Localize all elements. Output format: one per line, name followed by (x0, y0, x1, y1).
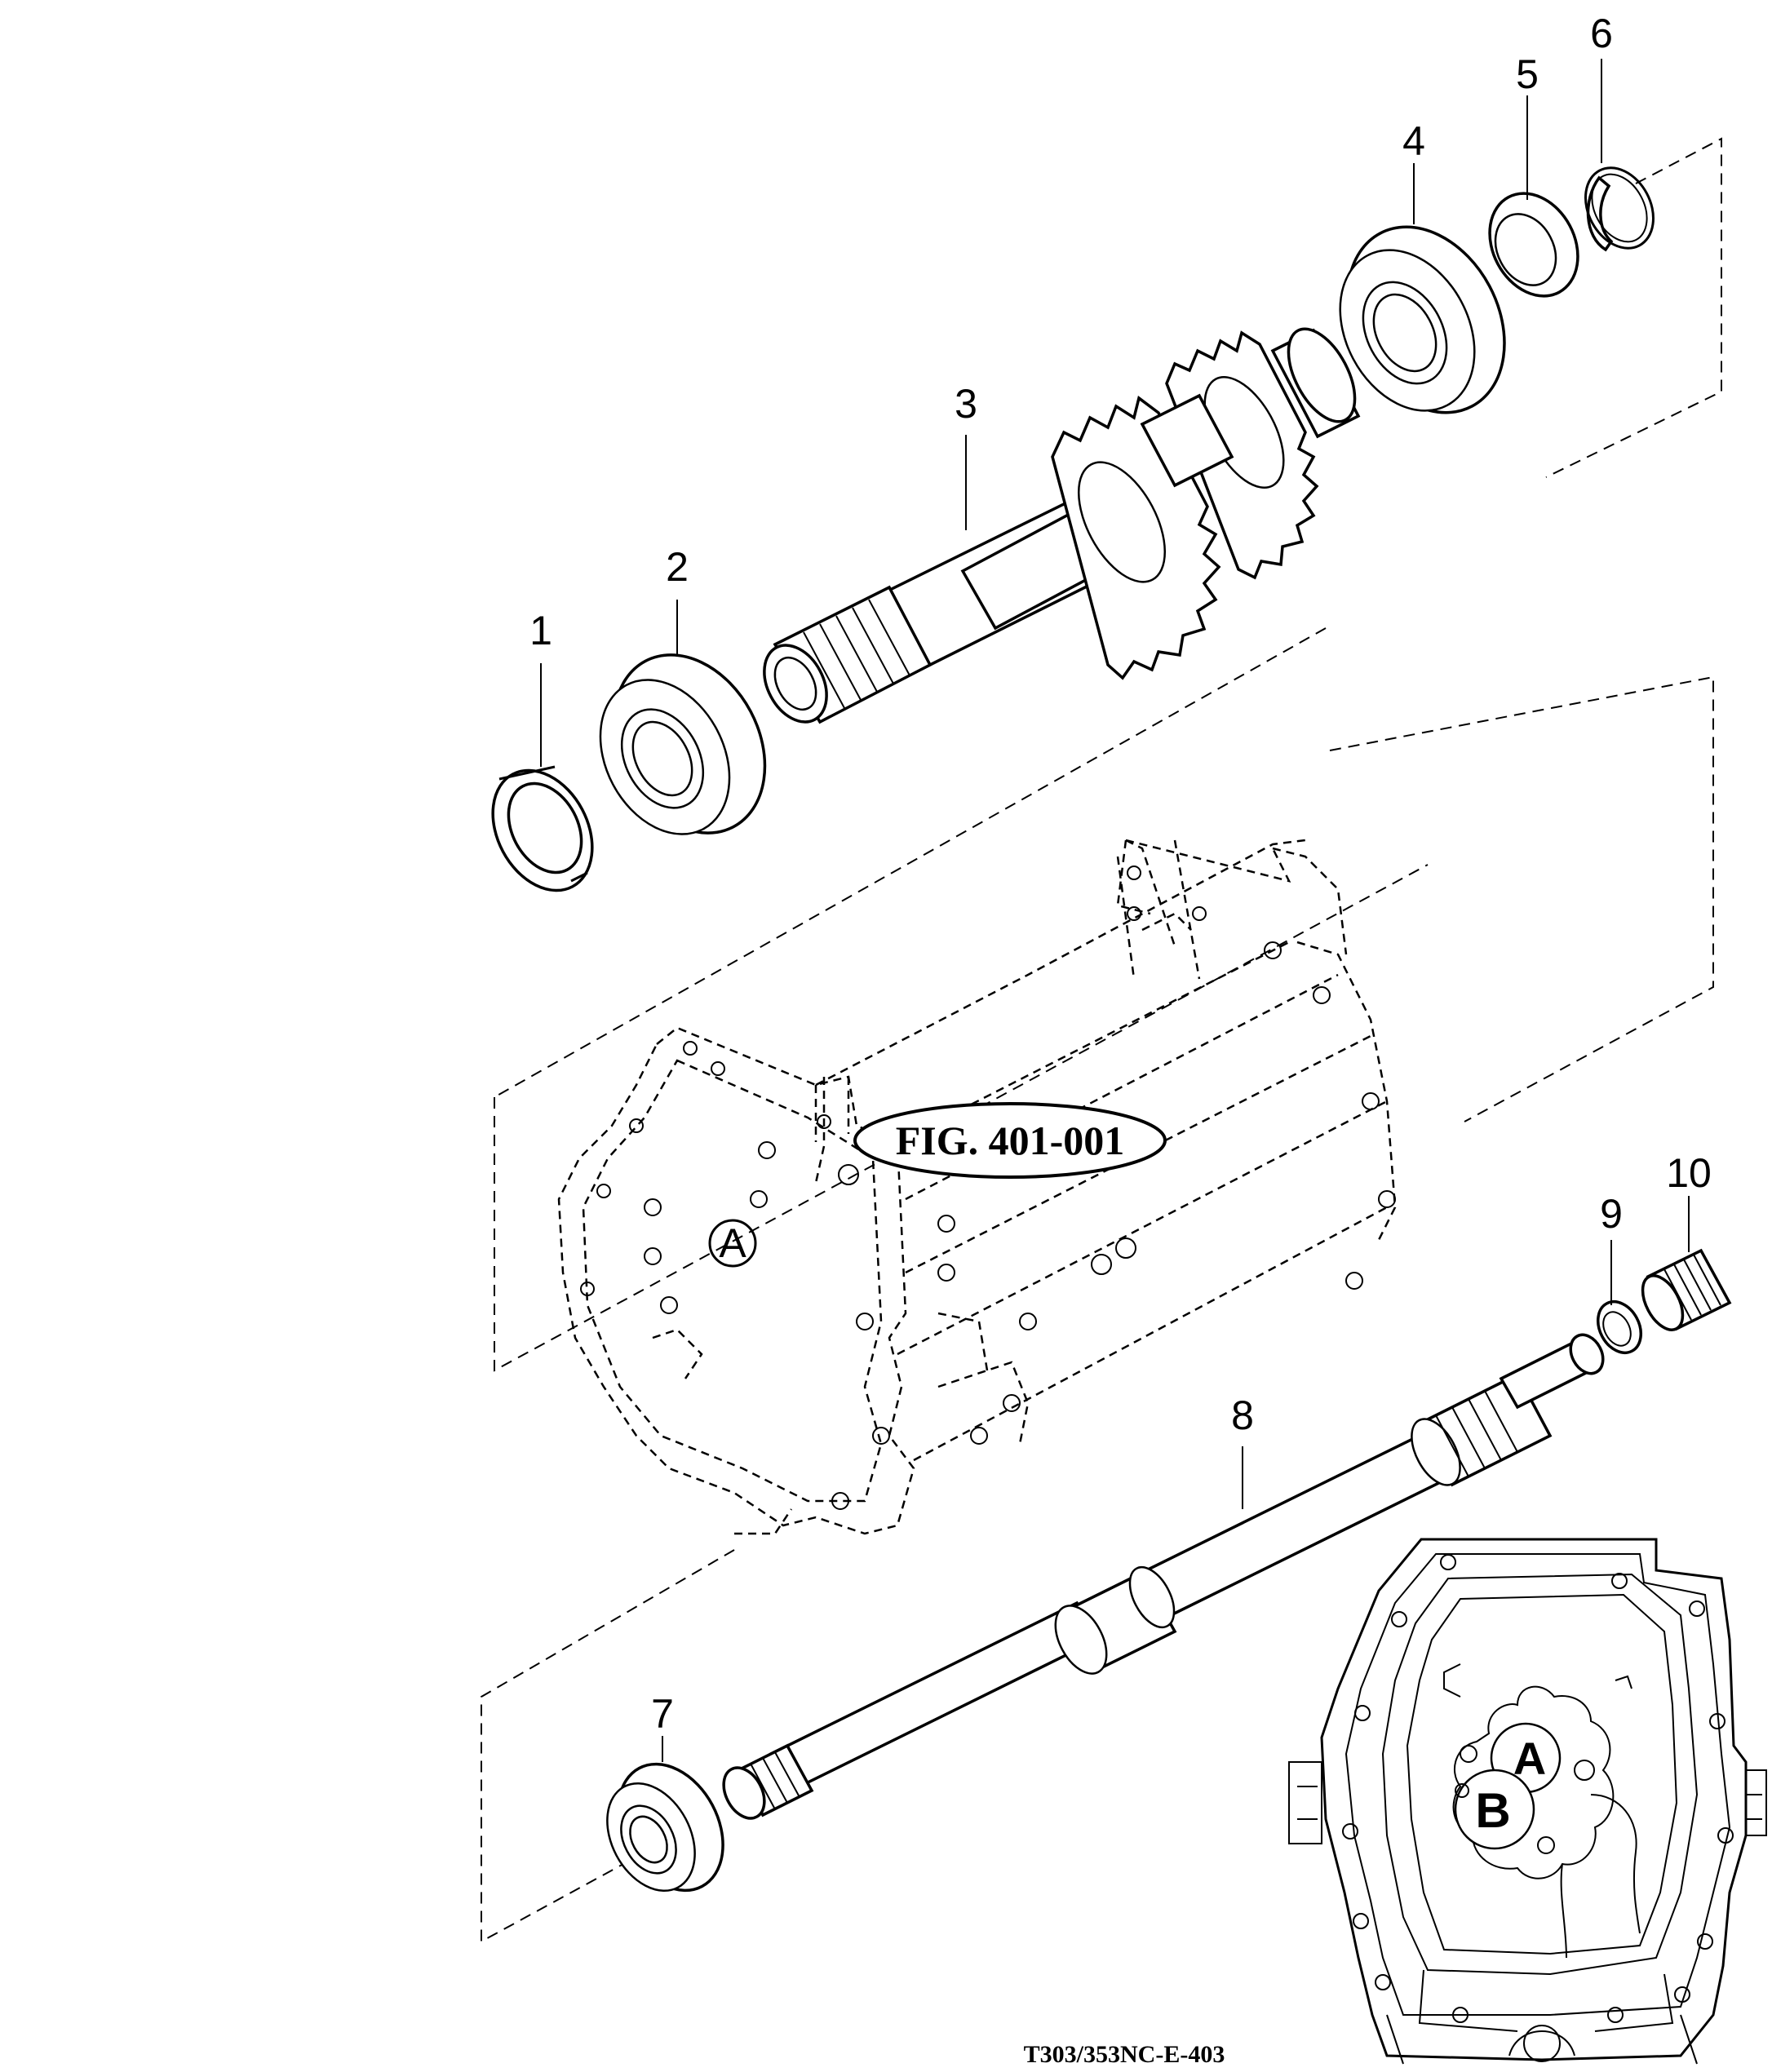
callout-6: 6 (1590, 11, 1613, 56)
part-3-gear-shaft (763, 327, 1361, 724)
callout-7: 7 (651, 1691, 674, 1737)
assembly-guide-lines (481, 137, 1722, 1943)
callout-2: 2 (666, 544, 689, 590)
callout-10: 10 (1666, 1150, 1712, 1196)
part-9-thrust-washer (1596, 1300, 1643, 1354)
part-7-ball-bearing (606, 1762, 724, 1893)
part-10-needle-bearing (1641, 1248, 1732, 1331)
callout-numbers: 1 2 3 4 5 6 7 8 9 10 (529, 11, 1712, 1737)
part-8-long-shaft (722, 1333, 1605, 1820)
callout-3: 3 (955, 381, 977, 427)
detail-inset-marker-a: A (1513, 1733, 1546, 1784)
detail-inset-marker-b: B (1475, 1783, 1510, 1838)
callout-5: 5 (1516, 51, 1539, 97)
transmission-case-phantom (557, 839, 1397, 1535)
callout-4: 4 (1402, 118, 1425, 164)
figure-reference-label: FIG. 401-001 (896, 1118, 1125, 1163)
part-1-seal-ring (491, 765, 594, 892)
drawing-code: T303/353NC-E-403 (1024, 2041, 1225, 2068)
callout-8: 8 (1231, 1392, 1254, 1438)
leader-lines (540, 59, 1690, 1762)
figure-reference: FIG. 401-001 (853, 1102, 1167, 1179)
part-4-ball-bearing (1339, 225, 1506, 414)
callout-1: 1 (529, 608, 552, 653)
part-6-snap-ring (1584, 166, 1655, 252)
detail-marker-a-label: A (719, 1220, 746, 1266)
callout-9: 9 (1600, 1191, 1623, 1237)
detail-inset-housing-view: A B (1288, 1538, 1767, 2065)
detail-marker-a-on-case: A (708, 1219, 757, 1268)
part-2-ball-bearing (599, 653, 767, 835)
part-5-spacer-ring (1488, 192, 1579, 298)
